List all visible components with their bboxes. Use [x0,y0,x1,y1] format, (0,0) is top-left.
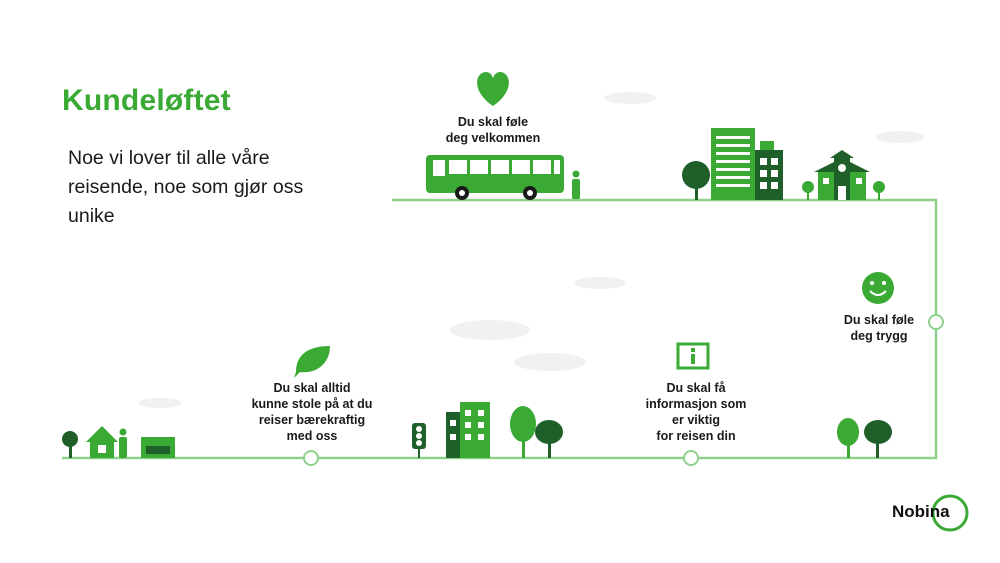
promise-welcome: Du skal føle deg velkommen [437,114,549,146]
person-icon [119,428,127,458]
school-icon [814,150,870,200]
small-tree-icon [802,181,885,200]
route-stop [683,450,699,466]
promise-sustainable: Du skal alltid kunne stole på at du reis… [238,380,386,444]
promise-information: Du skal få informasjon som er viktig for… [626,380,766,444]
clouds [138,92,924,408]
heart-icon [477,72,509,106]
nobina-logo-ring [931,494,969,532]
house-icon [86,426,118,458]
route-stop [928,314,944,330]
leaf-icon [294,346,330,378]
bus-icon [426,155,564,200]
page-subtitle: Noe vi lover til alle våre reisende, noe… [68,147,304,227]
garage-icon [141,437,175,458]
nobina-logo: Nobina [892,502,950,521]
promise-line: deg trygg [850,329,908,343]
traffic-light-icon [412,423,426,458]
promise-line: Du skal føle [843,313,915,327]
promise-line: med oss [286,429,338,443]
city-building-icon [446,402,490,458]
promise-line: informasjon som [645,397,747,411]
info-icon [676,342,710,370]
promise-line: Du skal føle [457,115,529,129]
promise-line: reiser bærekraftig [258,413,366,427]
promise-line: er viktig [672,413,720,427]
trees-icon [510,406,563,458]
promise-line: Du skal få [666,381,726,395]
trees-icon [837,418,892,458]
person-icon [572,170,580,199]
tree-icon [62,431,78,458]
page-title: Kundeløftet [62,84,231,117]
promise-line: Du skal alltid [273,381,351,395]
promise-line: deg velkommen [445,131,541,145]
promise-line: for reisen din [656,429,736,443]
tree-icon [682,161,710,200]
promise-safe: Du skal føle deg trygg [823,312,935,344]
smiley-icon [862,272,894,304]
promise-line: kunne stole på at du [251,397,373,411]
route-stop [303,450,319,466]
office-building-icon [711,128,783,200]
